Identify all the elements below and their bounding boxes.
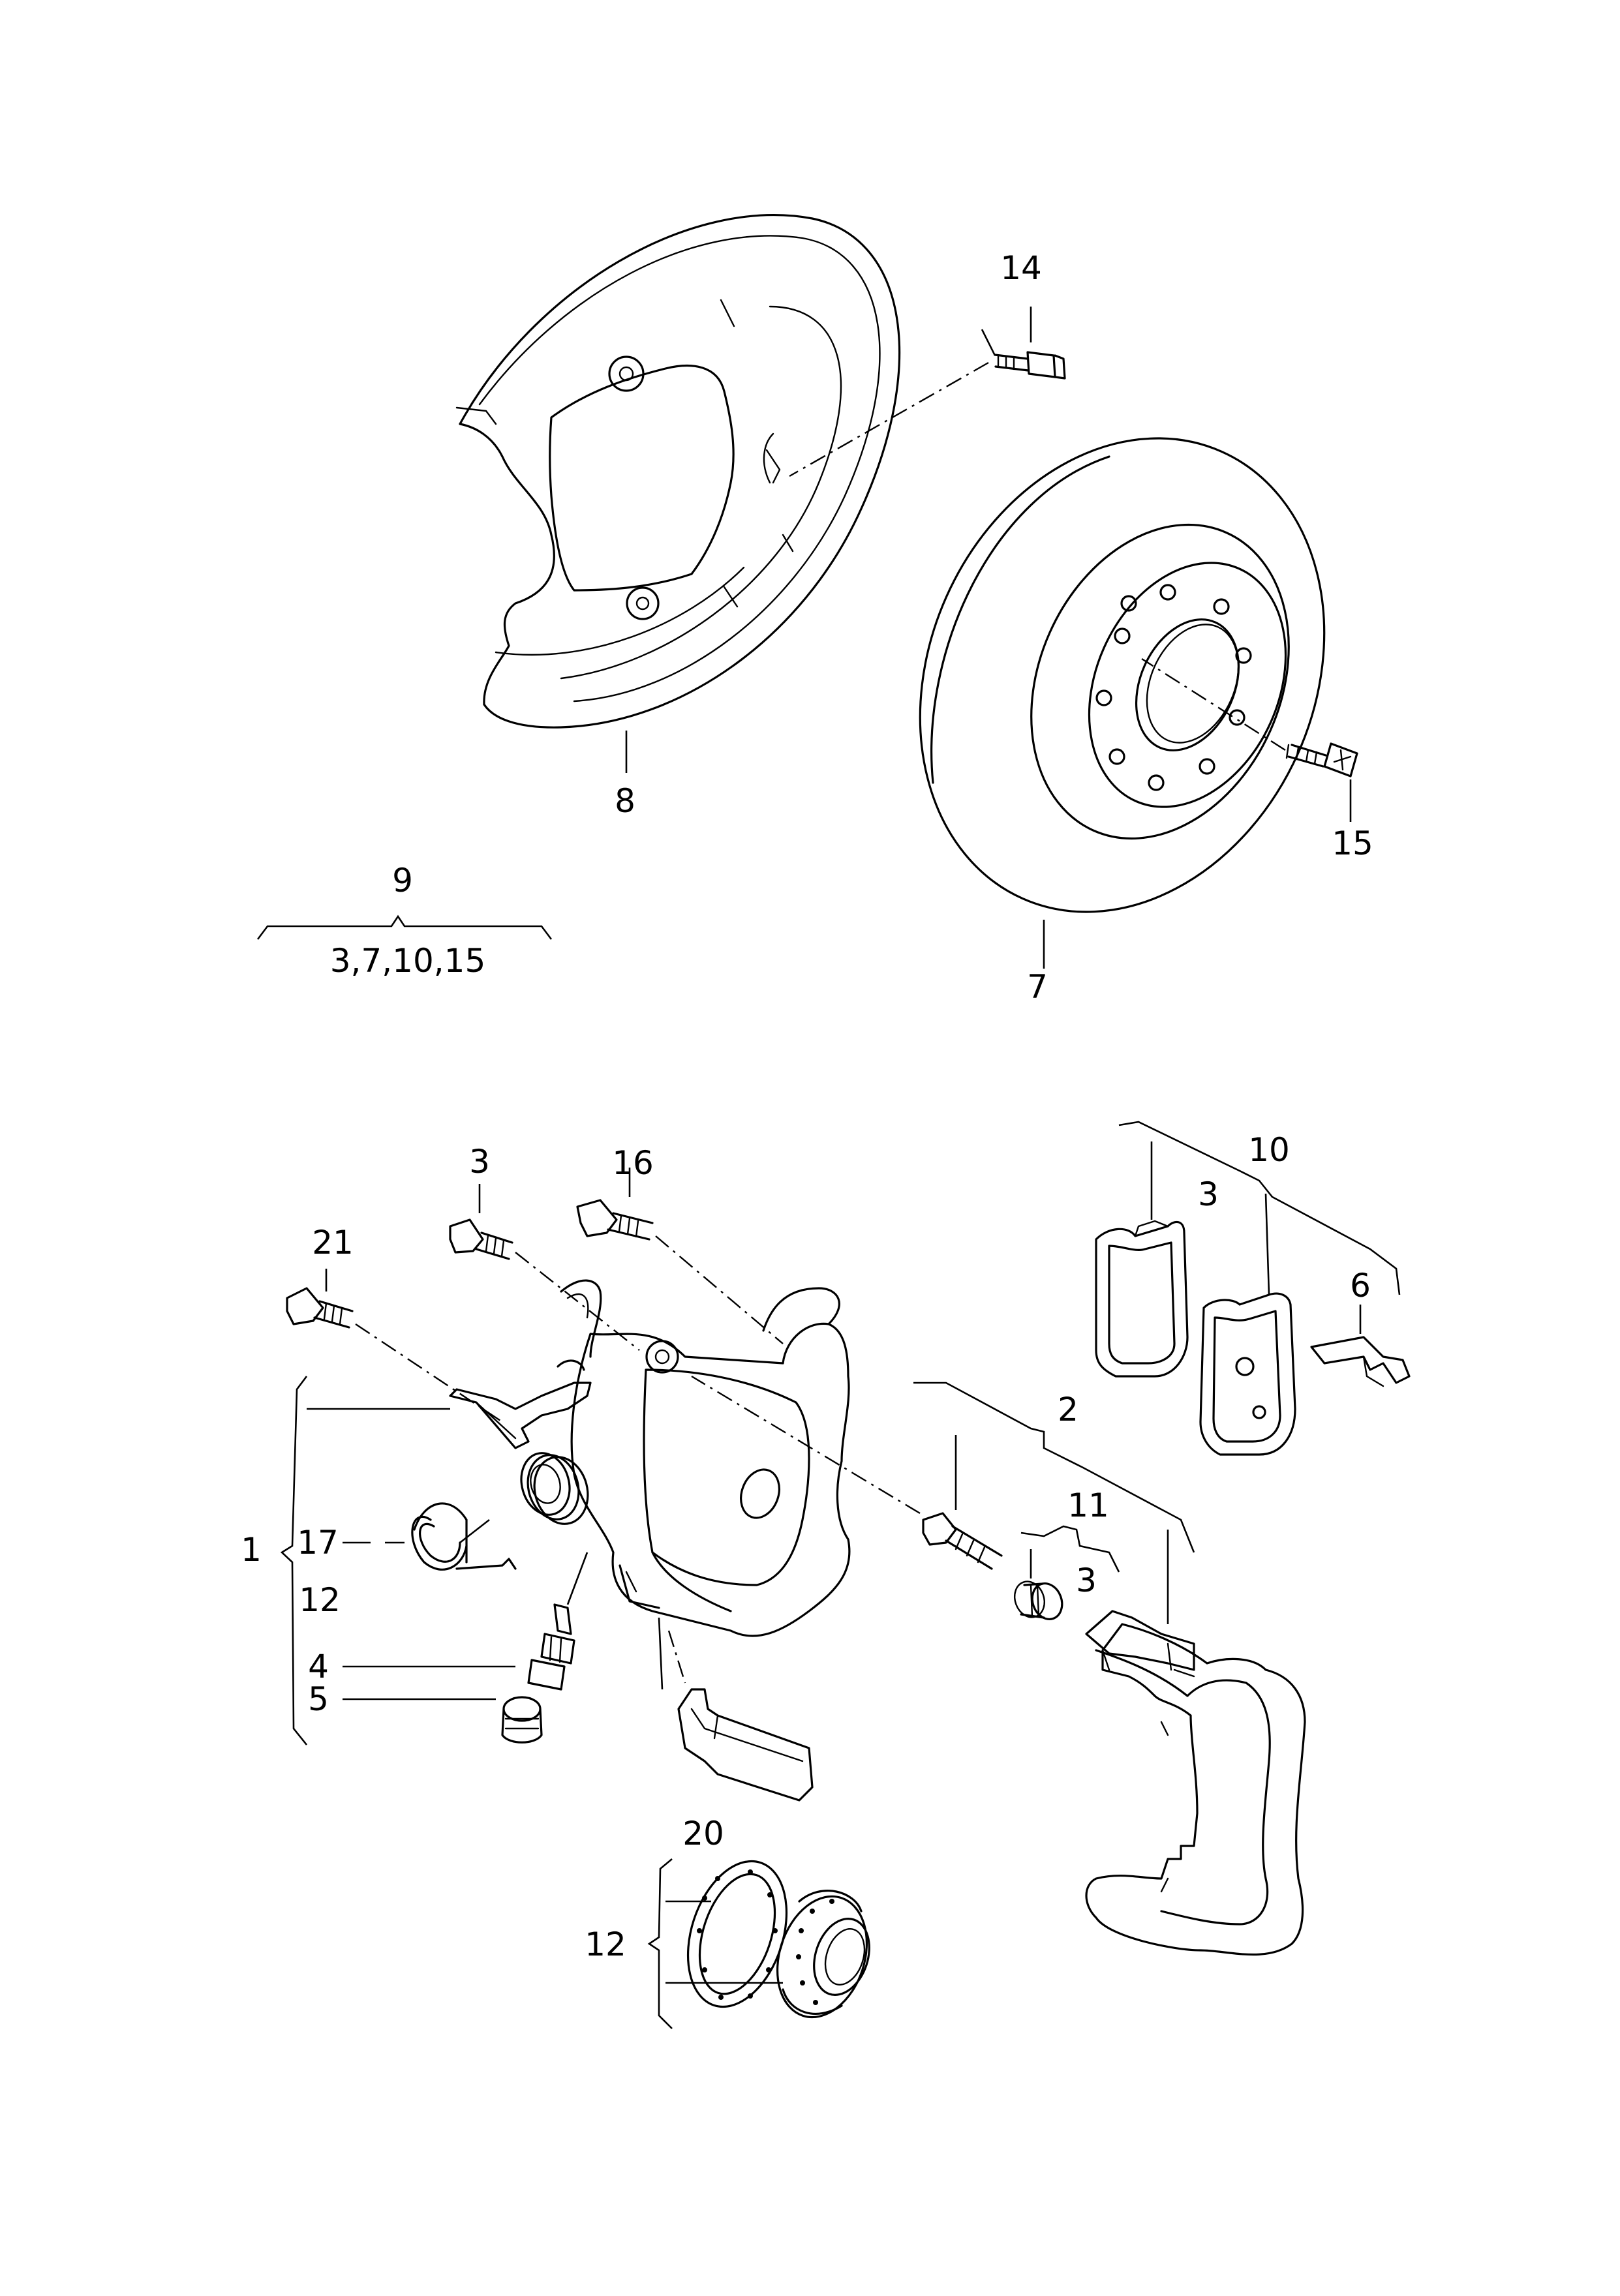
bleeder-screw [527,1552,588,1691]
label-21: 21 [312,1224,354,1261]
brake-pad-outer [1095,1220,1189,1378]
pad-spring [658,1617,814,1802]
label-10: 10 [1248,1131,1290,1169]
label-1: 1 [241,1531,262,1569]
label-8: 8 [615,782,635,820]
label-12-top: 12 [299,1581,341,1619]
caliper-lever-bracket [449,1279,602,1449]
guide-bolt [922,1435,1003,1570]
axis-line-15 [1141,657,1286,751]
label-17: 17 [297,1524,339,1562]
pad-clip [1310,1305,1411,1387]
label-14: 14 [1000,249,1042,287]
label-6: 6 [1350,1267,1371,1305]
caliper-carrier [1085,1610,1306,1956]
axis-line-21 [355,1323,503,1423]
label-20: 20 [682,1815,724,1852]
guide-sleeve [1014,1549,1063,1620]
dust-boot [776,1890,870,2019]
label-5: 5 [308,1680,329,1718]
backing-plate [455,214,901,729]
axis-line-3 [515,1252,640,1351]
brake-pad-inner [1199,1292,1296,1456]
axis-line-14 [789,361,989,477]
label-12-bottom: 12 [585,1926,626,1963]
axis-line-16 [655,1235,784,1344]
bolt-16 [576,1199,654,1241]
label-7: 7 [1027,968,1048,1006]
label-3-pad: 3 [1198,1175,1219,1213]
label-16: 16 [612,1144,654,1182]
label-9: 9 [392,862,413,899]
seal-ring [686,1860,788,2008]
bolt-3-caliper [449,1218,513,1260]
bolt-21 [286,1287,354,1329]
label-3-sleeve: 3 [1076,1562,1097,1599]
label-4: 4 [308,1648,329,1685]
label-11: 11 [1067,1487,1109,1524]
bolt-14 [994,351,1066,380]
label-2: 2 [1058,1391,1078,1428]
label-9-sub: 3,7,10,15 [330,942,486,980]
axis-line-2 [691,1375,921,1515]
label-15: 15 [1332,824,1373,862]
return-spring [411,1452,589,1571]
dust-cap [501,1696,543,1744]
caliper-housing [570,1287,851,1637]
brake-disc [919,437,1326,913]
screw-15 [1285,742,1358,778]
label-3-bolt: 3 [469,1143,490,1181]
